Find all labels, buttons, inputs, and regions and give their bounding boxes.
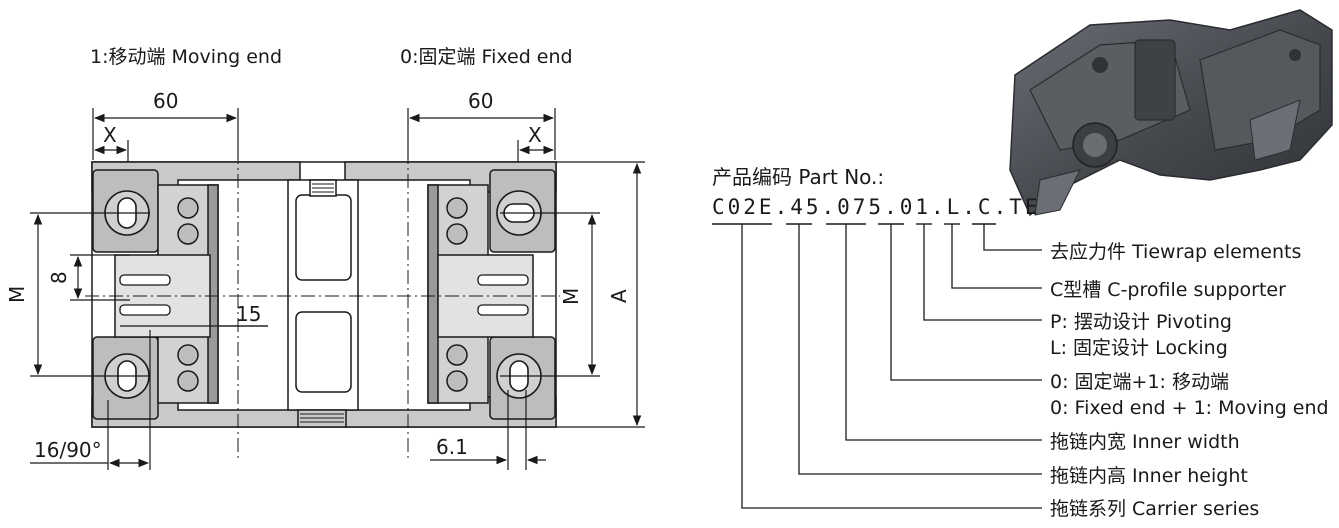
dimension-a: [556, 161, 645, 428]
dimension-8: [70, 254, 130, 301]
dim-15-label: 15: [236, 302, 261, 326]
dim-16-90-label: 16/90°: [34, 438, 102, 462]
leader-lines: [741, 224, 1042, 509]
callout-inner-height: 拖链内高 Inner height: [1050, 465, 1248, 487]
part-no-title: 产品编码 Part No.:: [712, 165, 884, 189]
callout-pivoting: P: 摆动设计 Pivoting: [1050, 311, 1232, 333]
dim-x-right-label: X: [528, 123, 542, 147]
dimension-m-right: [500, 212, 600, 377]
latch-bars: [119, 274, 529, 316]
right-pin-holes: [446, 197, 468, 392]
callout-c-profile: C型槽 C-profile supporter: [1050, 279, 1286, 301]
chain-link-drawing: [91, 161, 557, 428]
dim-6-1-label: 6.1: [436, 435, 468, 459]
moving-end-label: 1:移动端 Moving end: [90, 46, 282, 68]
left-pin-holes: [177, 197, 199, 392]
centerlines: [85, 150, 560, 460]
callout-locking: L: 固定设计 Locking: [1050, 337, 1228, 359]
dim-a-label: A: [607, 289, 631, 303]
callout-carrier-series: 拖链系列 Carrier series: [1050, 498, 1259, 520]
dim-m-left-label: M: [5, 286, 29, 303]
fixed-end-label: 0:固定端 Fixed end: [400, 46, 573, 68]
dim-x-left-label: X: [103, 123, 117, 147]
dimension-m-left: [30, 212, 150, 377]
product-photo: [1009, 9, 1333, 217]
callout-tiewrap: 去应力件 Tiewrap elements: [1050, 241, 1301, 263]
part-no-code: C02E.45.075.01.L.C.TE: [712, 195, 1041, 219]
callout-end-cn: 0: 固定端+1: 移动端: [1050, 371, 1229, 393]
dim-m-right-label: M: [559, 288, 583, 305]
dim-60-left-label: 60: [153, 89, 178, 113]
dim-60-right-label: 60: [468, 89, 493, 113]
dim-8-label: 8: [47, 271, 71, 284]
dimension-16-90: [30, 330, 151, 470]
crossbar-grille: [300, 183, 344, 423]
callout-inner-width: 拖链内宽 Inner width: [1050, 431, 1240, 453]
callout-end-en: 0: Fixed end + 1: Moving end: [1050, 397, 1329, 419]
dimension-6-1: [430, 390, 546, 470]
